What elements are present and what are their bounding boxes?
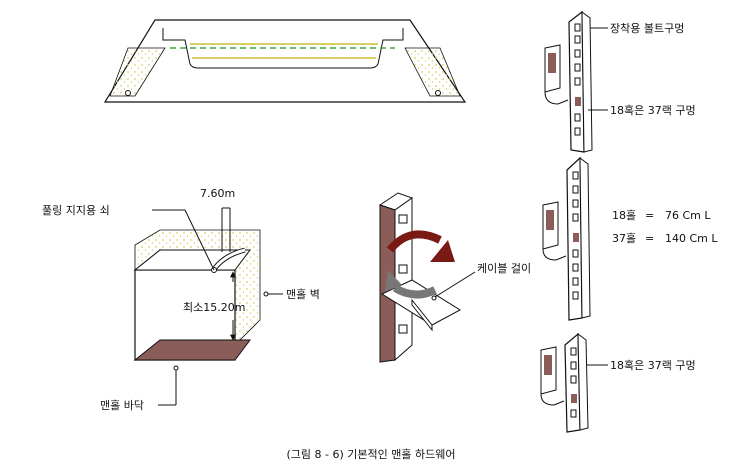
manhole-trough-diagram <box>103 19 467 103</box>
rack-bottom <box>540 332 608 433</box>
pulling-iron-label: 풀링 지지용 쇠 <box>42 204 110 217</box>
count-37-label: 37홀 <box>612 232 636 245</box>
manhole-floor-label: 맨홀 바닥 <box>100 399 144 412</box>
cable-hook-label: 케이블 걸이 <box>477 262 531 275</box>
length-37-label: 140 Cm L <box>665 232 718 245</box>
equals-sign-2: = <box>645 232 654 245</box>
rack-middle <box>542 156 591 321</box>
holes-18-37-label-top: 18혹은 37랙 구멍 <box>610 103 696 117</box>
mount-bolt-holes-label: 장착용 볼트구멍 <box>610 22 684 35</box>
manhole-corner-diagram <box>133 207 283 406</box>
equals-sign-1: = <box>645 209 654 222</box>
cable-hook-diagram <box>378 192 476 363</box>
count-18-label: 18홀 <box>612 209 636 222</box>
length-18-label: 76 Cm L <box>665 209 711 222</box>
figure-caption: (그림 8 - 6) 기본적인 맨홀 하드웨어 <box>287 447 456 461</box>
manhole-wall-label: 맨홀 벽 <box>286 288 320 301</box>
dimension-top-label: 7.60m <box>200 187 235 200</box>
holes-18-37-label-bottom: 18혹은 37랙 구멍 <box>610 358 696 372</box>
rack-top <box>544 10 608 153</box>
dimension-min-label: 최소15.20m <box>183 301 245 314</box>
